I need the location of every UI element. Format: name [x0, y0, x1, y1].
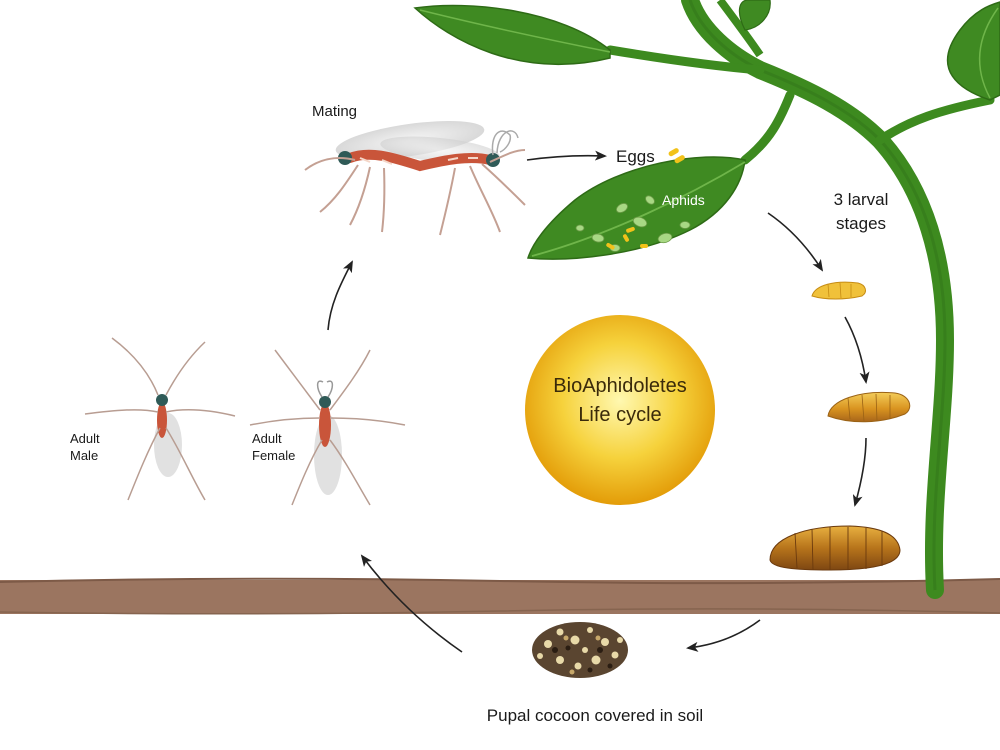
soil-strip: [0, 577, 1000, 615]
larval-stages-label: 3 larval stages: [806, 188, 916, 236]
adult-male-line1: Adult: [70, 431, 100, 446]
adult-female-line2: Female: [252, 448, 296, 463]
larva-icon: [769, 525, 901, 571]
aphid-leaf: [527, 156, 746, 260]
egg-icon: [606, 226, 648, 250]
midge-icon-female: [249, 349, 406, 506]
leaf-icon: [413, 4, 611, 66]
larva-icon: [827, 391, 911, 423]
leaf-icon: [946, 1, 1000, 101]
center-title: BioAphidoletes Life cycle: [530, 372, 710, 430]
leaf-icon: [738, 0, 771, 31]
adult-female-label: Adult Female: [252, 430, 312, 464]
adult-male-label: Adult Male: [70, 430, 130, 464]
adult-male-line2: Male: [70, 448, 99, 463]
midge-icon-male: [84, 337, 236, 501]
cocoon-icon: [532, 622, 628, 678]
center-circle: [525, 315, 715, 505]
larva-icon: [811, 281, 866, 300]
center-title-line2: Life cycle: [578, 404, 662, 426]
egg-icon: [668, 148, 685, 164]
larval-stages-line2: stages: [835, 214, 887, 233]
mating-label: Mating: [312, 103, 358, 120]
pupal-cocoon-label: Pupal cocoon covered in soil: [486, 706, 704, 725]
center-title-line1: BioAphidoletes: [553, 375, 687, 397]
adult-female-line1: Adult: [252, 431, 282, 446]
larval-stages-line1: 3 larval: [833, 190, 889, 209]
aphids-label: Aphids: [662, 192, 705, 208]
midge-icon-mating: [304, 121, 526, 236]
eggs-label: Eggs: [616, 147, 655, 166]
plant-stem: [605, 0, 995, 599]
arrow-icon: [327, 150, 870, 653]
